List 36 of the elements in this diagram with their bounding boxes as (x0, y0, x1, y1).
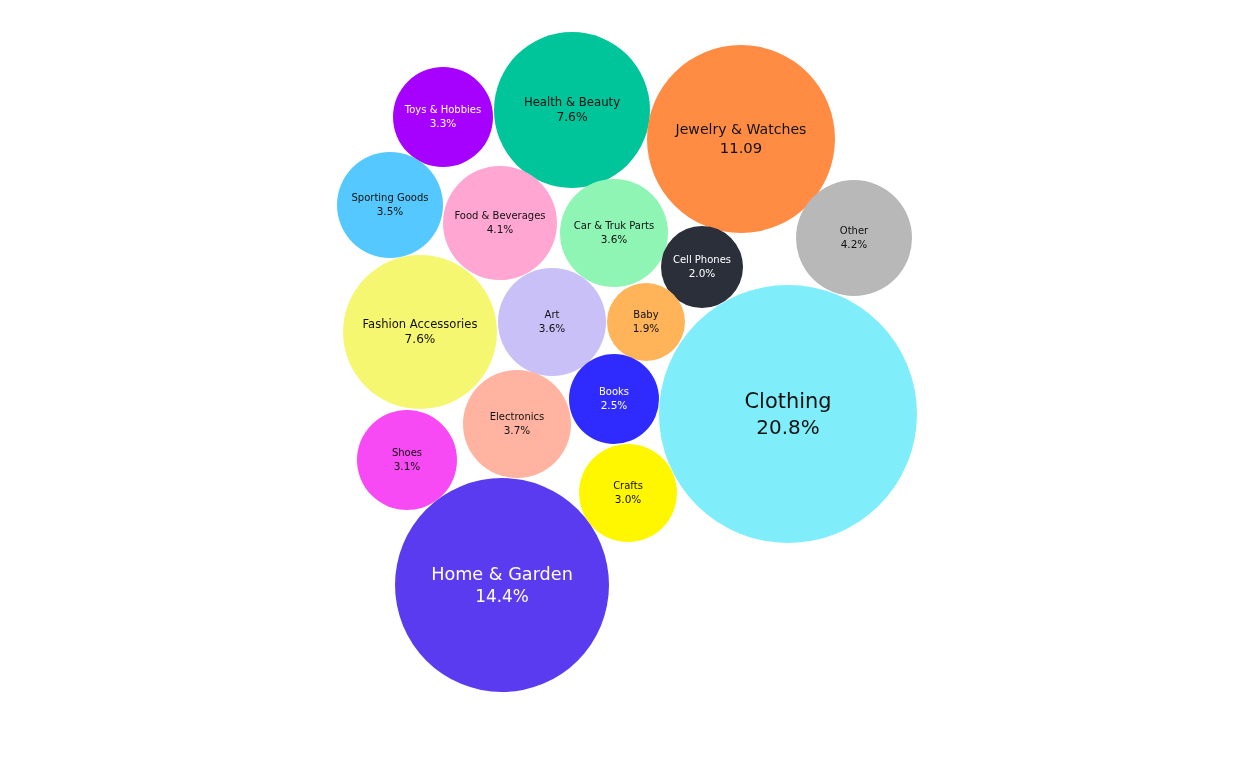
value-label: 3.3% (429, 116, 457, 130)
value-label: 2.0% (688, 266, 716, 280)
value-label: 3.5% (376, 204, 404, 218)
bubble (607, 283, 685, 361)
value-label: 4.2% (840, 237, 868, 251)
value-label: 3.7% (503, 423, 531, 437)
category-label: Food & Beverages (454, 210, 546, 223)
value-label: 20.8% (756, 414, 820, 440)
value-label: 11.09 (719, 138, 763, 158)
bubble (569, 354, 659, 444)
category-label: Jewelry & Watches (675, 120, 807, 139)
category-label: Sporting Goods (351, 192, 429, 205)
value-label: 4.1% (486, 222, 514, 236)
category-label: Other (839, 225, 869, 238)
category-label: Crafts (613, 480, 643, 493)
category-label: Car & Truk Parts (573, 220, 655, 233)
value-label: 14.4% (475, 585, 529, 607)
category-label: Art (544, 309, 560, 322)
category-label: Cell Phones (672, 254, 732, 267)
category-label: Toys & Hobbies (404, 104, 482, 117)
value-label: 3.0% (614, 492, 642, 506)
category-label: Electronics (489, 411, 545, 424)
value-label: 3.1% (393, 459, 421, 473)
category-label: Baby (633, 309, 659, 322)
category-label: Shoes (391, 447, 423, 460)
value-label: 7.6% (404, 331, 436, 347)
value-label: 3.6% (538, 321, 566, 335)
category-label: Home & Garden (431, 563, 573, 586)
category-label: Fashion Accessories (362, 317, 478, 332)
value-label: 3.6% (600, 232, 628, 246)
value-label: 7.6% (556, 109, 588, 125)
value-label: 1.9% (632, 321, 660, 335)
category-label: Clothing (744, 388, 832, 415)
value-label: 2.5% (600, 398, 628, 412)
category-label: Books (598, 386, 630, 399)
category-label: Health & Beauty (523, 95, 621, 110)
